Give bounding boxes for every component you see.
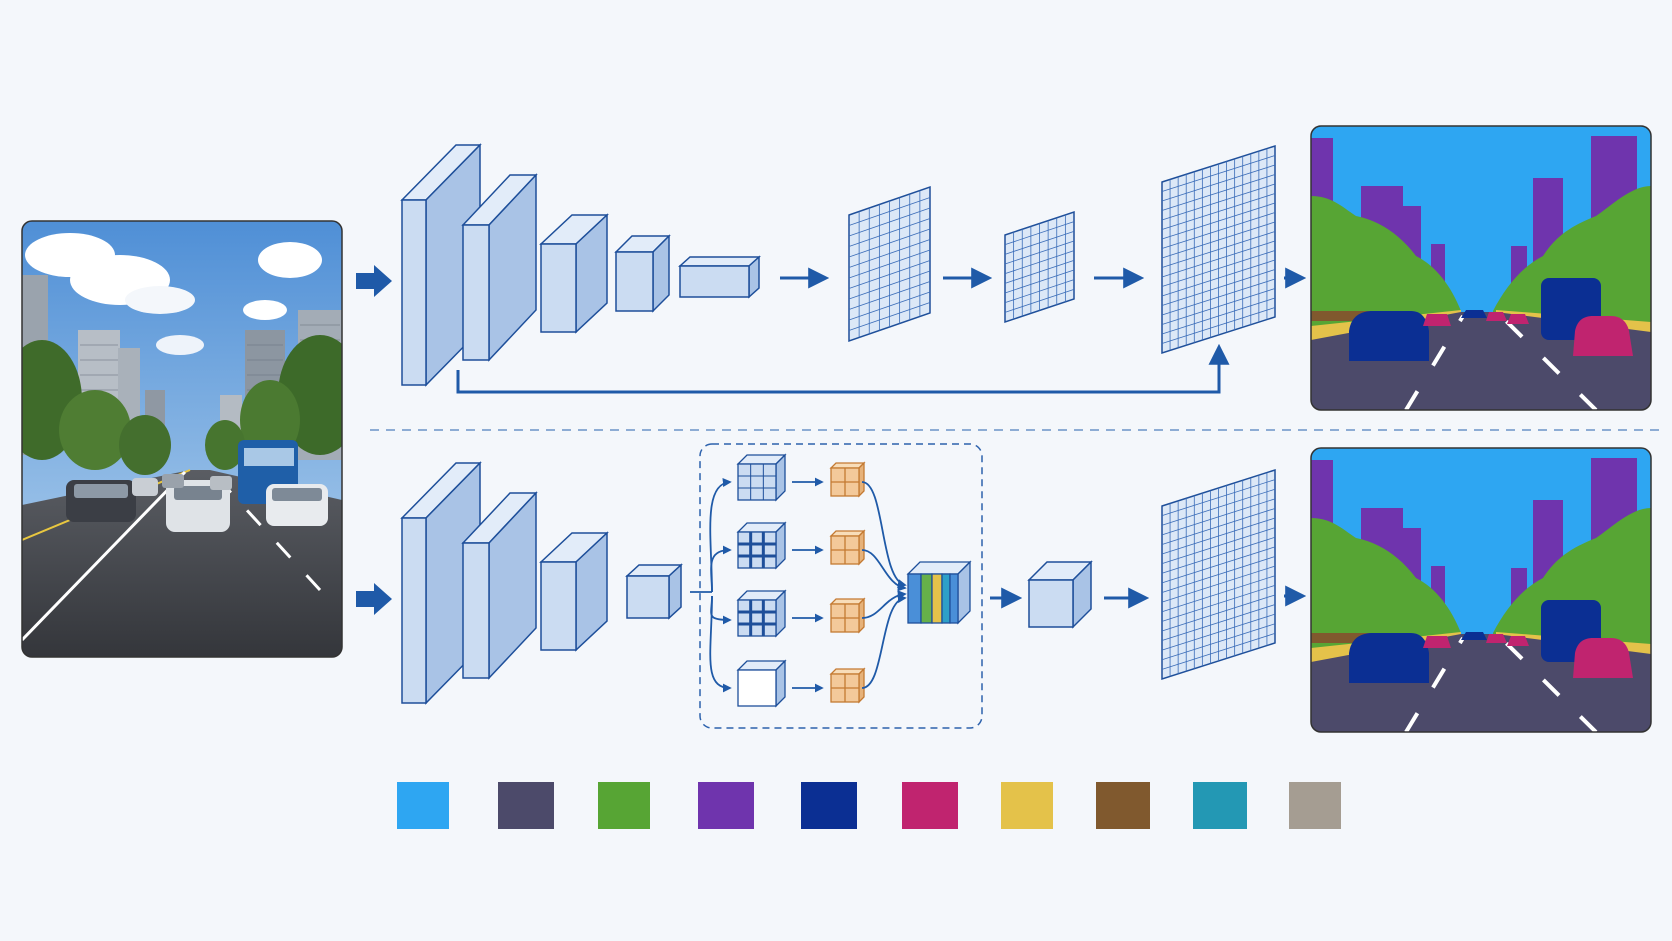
pooled-feature-cube	[736, 521, 787, 570]
encoder-block-b3	[539, 531, 609, 652]
pooled-bin	[829, 461, 866, 498]
encoder-block-5	[678, 255, 761, 299]
feature-map-grid-4	[1161, 468, 1276, 681]
legend-swatch-sky	[397, 782, 449, 829]
output-segmentation-top	[1311, 126, 1651, 410]
skip-connection-arrow	[456, 343, 1230, 394]
input-street-image	[21, 220, 343, 658]
class-color-legend	[397, 782, 1341, 829]
legend-swatch-road	[498, 782, 554, 829]
encoder-block-3	[539, 213, 609, 334]
output-segmentation-bottom	[1311, 448, 1651, 732]
encoder-block-2	[461, 173, 538, 362]
legend-swatch-teal-class	[1193, 782, 1247, 829]
legend-swatch-terrain	[1096, 782, 1150, 829]
top-branch	[356, 126, 1651, 615]
legend-swatch-vehicle-red	[902, 782, 958, 829]
pooled-feature-cube	[736, 589, 787, 638]
arrow-right-icon	[356, 265, 392, 297]
pooled-bin	[829, 597, 866, 634]
pooled-feature-cube	[736, 453, 787, 502]
legend-swatch-building	[698, 782, 754, 829]
pooled-feature-cube	[736, 659, 787, 708]
pooled-bin	[829, 529, 866, 566]
encoder-block-b2	[461, 491, 538, 680]
legend-swatch-gray-class	[1289, 782, 1341, 829]
feature-map-grid-2	[1004, 210, 1075, 324]
pyramid-pooling-module	[699, 443, 983, 729]
concat-feature-block	[906, 560, 972, 625]
legend-swatch-sidewalk	[1001, 782, 1053, 829]
encoder-block-4	[614, 234, 671, 313]
bottom-branch	[400, 443, 1651, 732]
encoder-block-b4	[625, 563, 683, 620]
legend-swatch-vegetation	[598, 782, 650, 829]
arrow-right-icon	[356, 583, 392, 615]
encoder-block-b1	[400, 461, 482, 705]
feature-map-grid-1	[848, 185, 931, 343]
pooled-bin	[829, 667, 866, 704]
legend-swatch-car	[801, 782, 857, 829]
feature-map-grid-3	[1161, 144, 1276, 355]
fusion-block	[1027, 560, 1093, 629]
